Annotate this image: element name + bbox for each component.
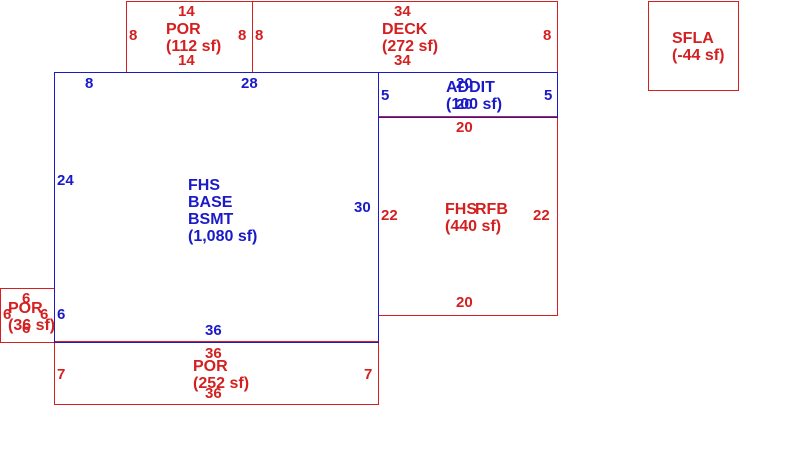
base-label-area: (1,080 sf) [188,228,258,245]
por-left-label-name: POR [8,300,43,317]
por-left-label: POR (36 sf) [8,300,55,334]
fhs-rfb-label-name-1: FHS [445,201,477,218]
base-dim-top: 28 [241,75,258,92]
por-left-dim-left: 6 [3,306,12,323]
deck-dim-top: 34 [394,3,411,20]
por-bottom-outline [54,341,379,405]
base-label-line-1: FHS [188,177,220,194]
sfla-label-name: SFLA [672,30,714,47]
sfla-label-area: (-44 sf) [672,47,725,64]
por-left-dim-top: 6 [22,290,31,307]
base-dim-left-lower: 6 [57,306,66,323]
fhs-rfb-dim-top: 20 [456,119,473,136]
por-bottom-dim-top: 36 [205,345,222,362]
fhs-rfb-dim-right: 22 [533,207,550,224]
base-dim-bottom: 36 [205,322,222,339]
deck-label-name: DECK [382,21,428,38]
addit-dim-right: 5 [544,87,553,104]
por-bottom-dim-bottom: 36 [205,385,222,402]
por-bottom-dim-left: 7 [57,366,66,383]
fhs-rfb-label-name-2: RFB [475,201,508,218]
deck-dim-left: 8 [255,27,264,44]
base-dim-top-left: 8 [85,75,94,92]
por-left-dim-bottom: 6 [22,320,31,337]
por-left-dim-right: 6 [40,306,49,323]
sfla-label: SFLA (-44 sf) [672,30,724,64]
addit-dim-left: 5 [381,87,390,104]
por-bottom-label-name: POR [193,358,228,375]
fhs-rfb-label-area: (440 sf) [445,218,502,235]
por-top-dim-top: 14 [178,3,195,20]
por-bottom-dim-right: 7 [364,366,373,383]
deck-dim-right: 8 [543,27,552,44]
base-dim-right: 30 [354,199,371,216]
por-top-label: POR (112 sf) [166,21,221,55]
base-label: FHS BASE BSMT (1,080 sf) [188,177,257,245]
por-top-dim-right: 8 [238,27,247,44]
addit-label: ADDIT (100 sf) [446,79,502,113]
base-outline [54,72,379,343]
deck-dim-bottom: 34 [394,52,411,69]
por-top-dim-bottom: 14 [178,52,195,69]
sfla-outline [648,1,739,91]
deck-label-area: (272 sf) [382,38,439,55]
por-left-label-area: (36 sf) [8,317,56,334]
base-label-line-2: BASE [188,194,233,211]
base-label-line-3: BSMT [188,211,234,228]
addit-dim-bottom: 20 [456,96,473,113]
por-bottom-label: POR (252 sf) [193,358,249,392]
addit-label-area: (100 sf) [446,96,503,113]
addit-dim-top: 20 [456,75,473,92]
fhs-rfb-dim-left: 22 [381,207,398,224]
por-bottom-label-area: (252 sf) [193,375,250,392]
por-top-label-name: POR [166,21,201,38]
base-dim-left: 24 [57,172,74,189]
por-top-dim-left: 8 [129,27,138,44]
addit-outline [378,72,558,118]
fhs-rfb-dim-bottom: 20 [456,294,473,311]
addit-label-name: ADDIT [446,79,495,96]
por-top-label-area: (112 sf) [166,38,222,55]
deck-label: DECK (272 sf) [382,21,438,55]
